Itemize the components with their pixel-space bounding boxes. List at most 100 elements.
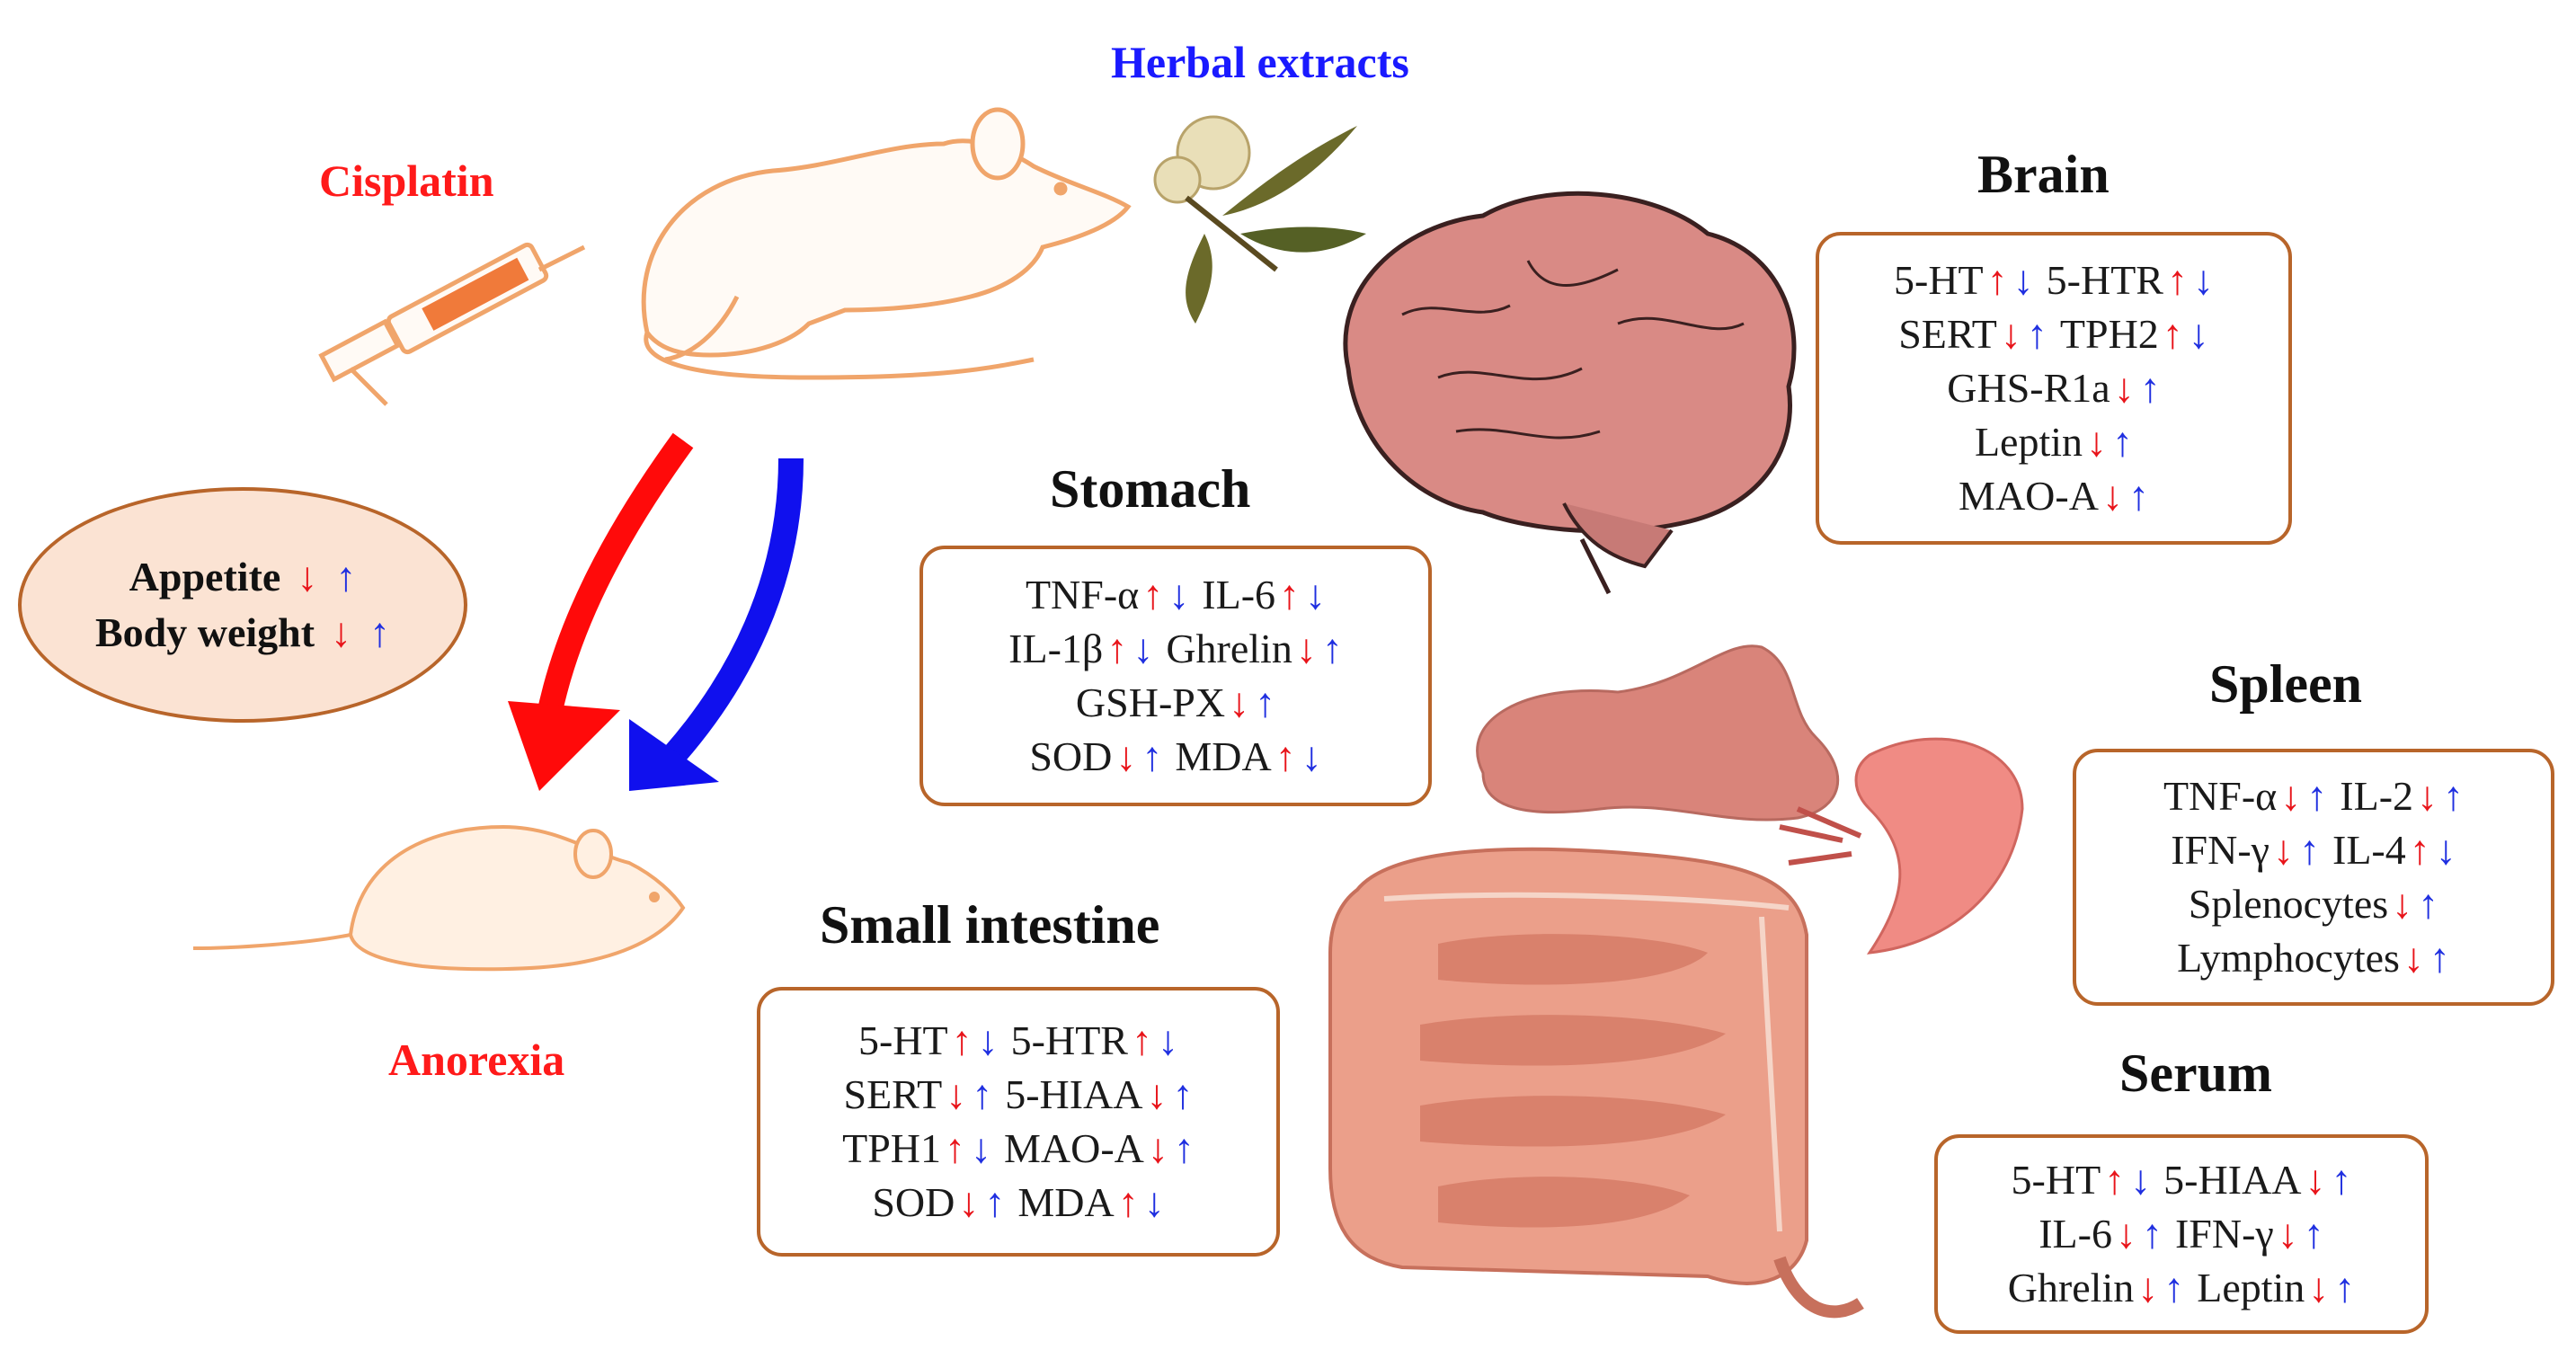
marker-name: IL-6 [1202,572,1276,617]
cisplatin-effect-arrow: ↑ [2162,311,2183,357]
herbal-effect-arrow: ↑ [1141,733,1163,779]
cisplatin-effect-arrow: ↓ [2277,1211,2298,1257]
marker-name: TPH2 [2059,311,2159,357]
cisplatin-effect-arrow: ↑ [951,1017,973,1063]
brain-marker-row: 5-HT↑↓5-HTR↑↓ [1894,253,2214,307]
cisplatin-effect-arrow: ↓ [1115,733,1137,779]
appetite-line: Appetite↓↑ [129,549,357,605]
cisplatin-effect-arrow: ↓ [2086,419,2108,465]
serum-title: Serum [2119,1044,2272,1103]
stomach-marker-box: TNF-α↑↓IL-6↑↓IL-1β↑↓Ghrelin↓↑GSH-PX↓↑SOD… [919,546,1432,806]
marker-item: 5-HT↑↓ [858,1014,999,1068]
marker-name: 5-HIAA [1005,1071,1143,1117]
body-weight-label: Body weight [94,609,315,655]
marker-item: Leptin↓↑ [1975,415,2133,469]
herbal-effect-arrow: ↑ [369,609,391,655]
marker-item: TNF-α↓↑ [2163,769,2327,823]
marker-name: TPH1 [842,1125,941,1171]
marker-item: MDA↑↓ [1175,730,1321,784]
marker-item: 5-HIAA↓↑ [2163,1153,2351,1207]
cisplatin-effect-arrow: ↓ [2308,1265,2330,1310]
spleen-marker-row: Lymphocytes↓↑ [2177,931,2450,985]
cisplatin-effect-arrow: ↑ [2166,257,2188,303]
herbal-effect-arrow: ↓ [1143,1179,1165,1225]
cisplatin-label: Cisplatin [319,155,494,206]
marker-name: 5-HT [858,1017,948,1063]
marker-item: MDA↑↓ [1017,1176,1164,1230]
marker-name: MAO-A [1004,1125,1144,1171]
marker-item: SERT↓↑ [1898,307,2047,361]
stomach-title: Stomach [1050,459,1251,519]
small-intestine-marker-box: 5-HT↑↓5-HTR↑↓SERT↓↑5-HIAA↓↑TPH1↑↓MAO-A↓↑… [757,987,1280,1257]
herbal-effect-arrow: ↓ [977,1017,999,1063]
cisplatin-effect-arrow: ↓ [2305,1157,2326,1203]
marker-name: MAO-A [1959,473,2099,519]
brain-title: Brain [1977,145,2110,204]
marker-item: 5-HIAA↓↑ [1005,1068,1193,1122]
marker-name: TNF-α [1025,572,1140,617]
marker-name: 5-HT [1894,257,1984,303]
marker-name: SERT [843,1071,943,1117]
cisplatin-effect-arrow: ↓ [1147,1125,1168,1171]
spleen-marker-box: TNF-α↓↑IL-2↓↑IFN-γ↓↑IL-4↑↓Splenocytes↓↑L… [2073,749,2554,1006]
marker-name: 5-HTR [1010,1017,1128,1063]
cisplatin-effect-arrow: ↓ [2273,827,2295,873]
cisplatin-effect-arrow: ↓ [1295,626,1317,671]
stomach-marker-row: IL-1β↑↓Ghrelin↓↑ [1008,622,1343,676]
marker-name: MDA [1175,733,1272,779]
marker-name: TNF-α [2163,773,2278,819]
serum-marker-row: IL-6↓↑IFN-γ↓↑ [2039,1207,2324,1261]
cisplatin-effect-arrow: ↓ [297,554,318,600]
herb-plant-icon [1153,115,1366,324]
cisplatin-effect-arrow: ↑ [1106,626,1128,671]
marker-item: Lymphocytes↓↑ [2177,931,2450,985]
herbal-effect-arrow: ↑ [2331,1157,2352,1203]
herbal-effect-arrow: ↑ [2141,1211,2163,1257]
marker-item: IL-4↑↓ [2332,823,2456,877]
marker-name: IL-4 [2332,827,2406,873]
herbal-effect-arrow: ↑ [2429,935,2450,981]
cisplatin-effect-arrow: ↑ [1142,572,1164,617]
herbal-effect-arrow: ↑ [2334,1265,2356,1310]
marker-name: Lymphocytes [2177,935,2400,981]
herbal-effect-arrow: ↓ [1301,733,1322,779]
herbal-effect-arrow: ↑ [1173,1125,1195,1171]
herbal-arrowhead-icon [629,719,719,791]
herbal-effect-arrow: ↓ [1157,1017,1178,1063]
marker-item: Splenocytes↓↑ [2189,877,2438,931]
herbal-effect-arrow: ↓ [1133,626,1154,671]
marker-item: TPH2↑↓ [2060,307,2209,361]
herbal-effect-arrow: ↓ [1168,572,1190,617]
marker-name: Ghrelin [2007,1265,2135,1310]
serum-marker-box: 5-HT↑↓5-HIAA↓↑IL-6↓↑IFN-γ↓↑Ghrelin↓↑Lept… [1934,1134,2429,1334]
herbal-effect-arrow: ↓ [2192,257,2214,303]
herbal-effect-arrow: ↓ [1305,572,1327,617]
brain-icon [1343,191,1797,595]
cisplatin-effect-arrow: ↓ [2417,773,2438,819]
serum-marker-row: 5-HT↑↓5-HIAA↓↑ [2012,1153,2352,1207]
cisplatin-effect-arrow: ↓ [2392,881,2413,927]
marker-item: MAO-A↓↑ [1959,469,2149,523]
brain-marker-box: 5-HT↑↓5-HTR↑↓SERT↓↑TPH2↑↓GHS-R1a↓↑Leptin… [1816,232,2292,545]
marker-item: Leptin↓↑ [2197,1261,2355,1315]
herbal-effect-arrow: ↑ [2443,773,2465,819]
cisplatin-effect-arrow: ↓ [2115,1211,2136,1257]
herbal-effect-arrow: ↑ [2299,827,2321,873]
marker-name: GHS-R1a [1947,365,2110,411]
cisplatin-effect-arrow: ↑ [1279,572,1301,617]
marker-name: SERT [1898,311,1997,357]
marker-name: IL-6 [2039,1211,2112,1257]
marker-item: 5-HTR↑↓ [2047,253,2214,307]
anorexia-label: Anorexia [388,1035,565,1085]
marker-item: 5-HT↑↓ [1894,253,2034,307]
stomach-icon [1476,644,1840,822]
cisplatin-effect-arrow: ↓ [2280,773,2302,819]
herbal-effect-arrow: ↑ [984,1179,1006,1225]
marker-name: 5-HIAA [2163,1157,2302,1203]
spleen-marker-row: Splenocytes↓↑ [2189,877,2438,931]
marker-name: 5-HTR [2046,257,2163,303]
stomach-marker-row: TNF-α↑↓IL-6↑↓ [1026,568,1326,622]
marker-item: IFN-γ↓↑ [2175,1207,2324,1261]
small-intestine-marker-row: SERT↓↑5-HIAA↓↑ [844,1068,1194,1122]
cisplatin-effect-arrow: ↓ [2403,935,2424,981]
